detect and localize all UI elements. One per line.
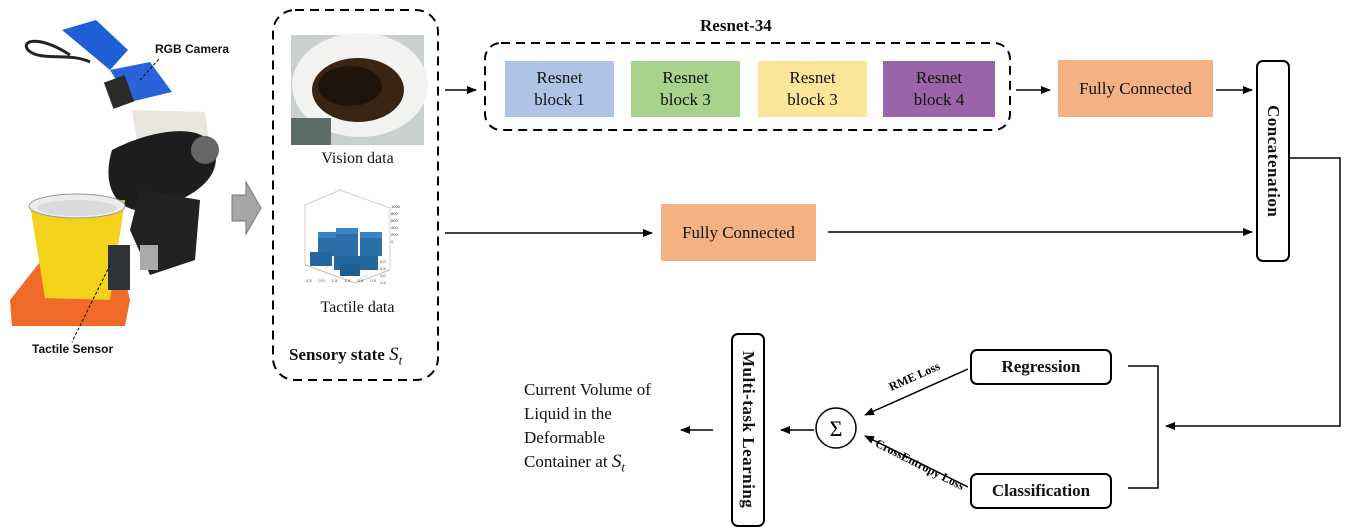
- state-symbol: S: [389, 344, 399, 365]
- arrow-classification-to-sum: [864, 435, 969, 488]
- sensory-state-label: Sensory state St: [289, 344, 403, 368]
- output-description: Current Volume of Liquid in the Deformab…: [524, 380, 651, 475]
- tactile-data-image: [304, 189, 391, 284]
- output-symbol: S: [611, 451, 622, 472]
- vision-data-caption: Vision data: [321, 150, 394, 167]
- concatenation-box: Concatenation: [1256, 60, 1290, 262]
- robot-gripper-image: [10, 20, 219, 326]
- rme-loss-label: RME Loss: [887, 359, 943, 394]
- crossentropy-loss-label: CrossEntropy Loss: [873, 436, 967, 493]
- sensory-state-frame: [272, 9, 439, 381]
- output-subscript: t: [621, 459, 625, 475]
- tactile-x-ticks: 2.5 2.0 1.5 1.0 0.5 0.0: [306, 278, 376, 283]
- tactile-y-ticks: 0.0 0.5 1.0 1.5: [380, 259, 386, 285]
- resnet34-title: Resnet-34: [700, 16, 772, 35]
- tactile-sensor-pointer: [71, 264, 111, 343]
- arrow-concat-to-heads: [1165, 157, 1341, 430]
- fully-connected-bottom: Fully Connected: [661, 204, 816, 261]
- tactile-z-ticks: 1000 800 600 400 200 0: [391, 204, 400, 244]
- sigma-icon: Σ: [830, 416, 843, 441]
- block-arrow-icon: [231, 180, 262, 236]
- state-subscript: t: [398, 352, 403, 368]
- fully-connected-top: Fully Connected: [1058, 60, 1213, 117]
- vision-data-image: [291, 33, 428, 145]
- heads-bracket: [1128, 365, 1159, 489]
- multi-task-learning-box: Multi-task Learning: [731, 333, 765, 527]
- tactile-data-caption: Tactile data: [320, 299, 395, 316]
- sum-node: [815, 407, 857, 449]
- tactile-sensor-label: Tactile Sensor: [32, 342, 114, 356]
- classification-box: Classification: [970, 473, 1112, 509]
- resnet34-frame: [484, 42, 1011, 131]
- arrow-regression-to-sum: [864, 368, 969, 416]
- rgb-camera-label: RGB Camera: [155, 42, 230, 56]
- regression-box: Regression: [970, 349, 1112, 385]
